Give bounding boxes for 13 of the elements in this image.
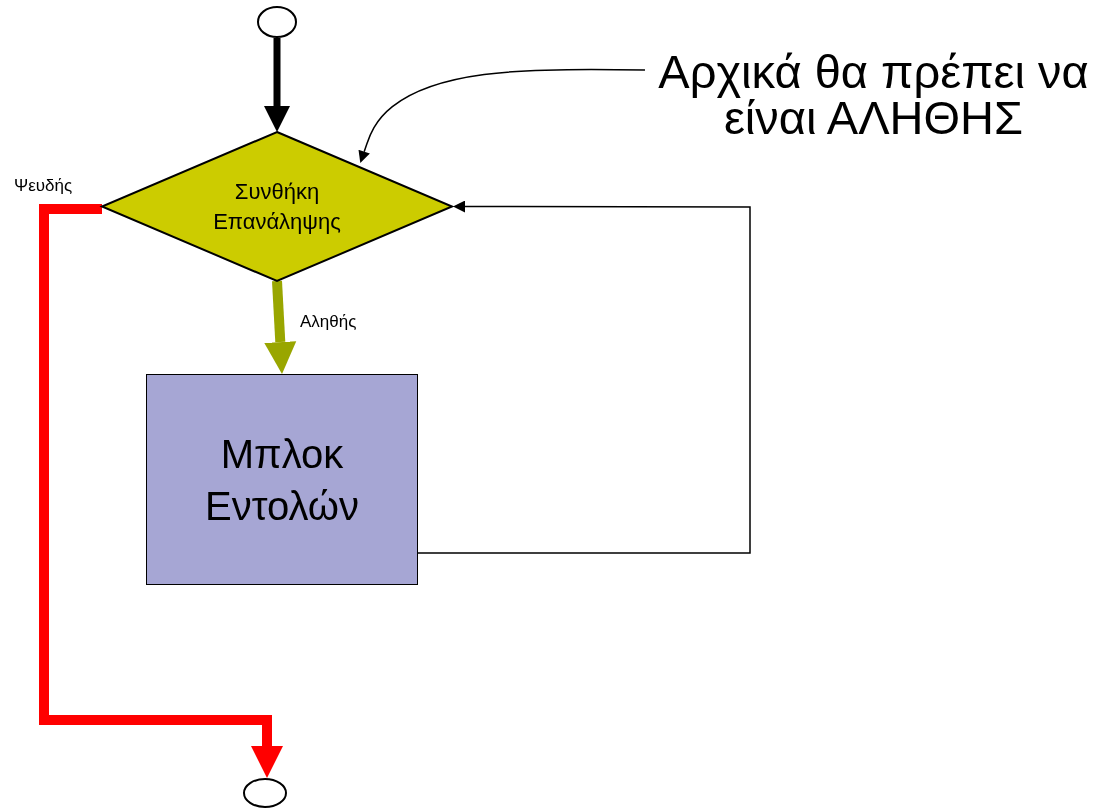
flow-arrow	[264, 280, 297, 374]
leader-arrow	[358, 68, 646, 164]
process-box: Μπλοκ Εντολών	[146, 374, 418, 585]
note-text: Αρχικά θα πρέπει να είναι ΑΛΗΘΗΣ	[645, 40, 1102, 150]
terminal-ellipse	[257, 6, 297, 38]
decision-diamond	[102, 132, 452, 281]
flow-arrow	[417, 200, 751, 554]
condition-text: Συνθήκη Επανάληψης	[212, 177, 342, 236]
terminal-ellipse	[243, 778, 287, 808]
edge-label: Αληθής	[300, 313, 357, 332]
flow-arrow	[39, 204, 283, 778]
flow-arrow	[264, 38, 290, 132]
edge-label: Ψευδής	[14, 177, 73, 196]
